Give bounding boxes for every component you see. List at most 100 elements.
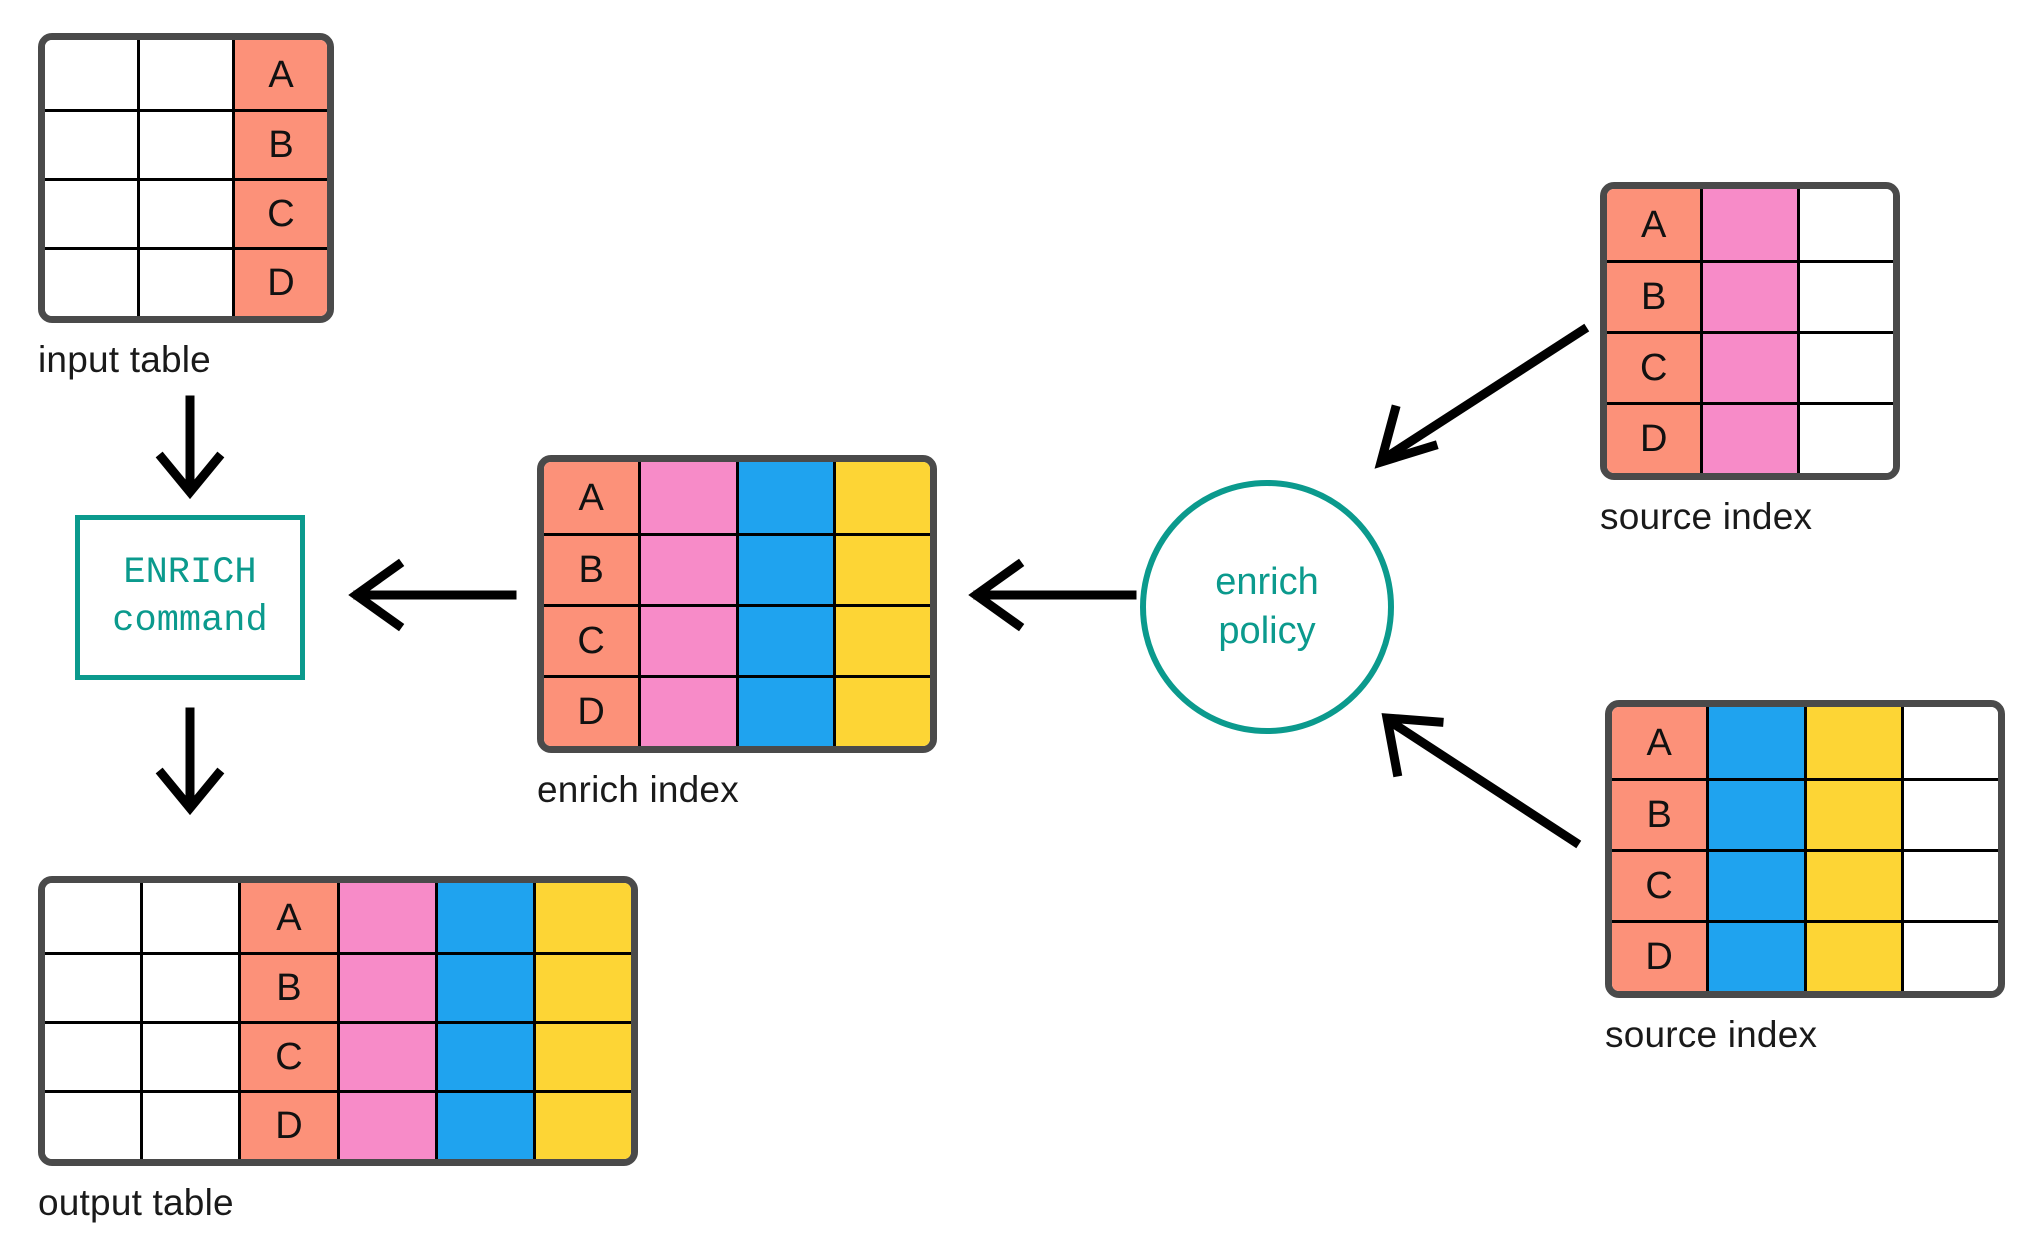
- table-cell: [1900, 920, 1998, 991]
- table-row: B: [45, 952, 631, 1021]
- output-table-caption: output table: [38, 1182, 234, 1223]
- table-cell: C: [238, 1021, 337, 1090]
- table-row: C: [544, 604, 930, 675]
- table-cell: [140, 883, 239, 952]
- table-cell: B: [1612, 778, 1707, 849]
- table-cell: C: [1612, 849, 1707, 920]
- enrich-index-caption: enrich index: [537, 769, 739, 810]
- table-cell: C: [1607, 331, 1701, 402]
- table-row: A: [1612, 707, 1998, 778]
- table-cell: [638, 604, 736, 675]
- table-cell: D: [232, 247, 327, 316]
- table-cell: [1796, 331, 1893, 402]
- table-cell: [832, 604, 930, 675]
- table-cell: [434, 952, 533, 1021]
- table-cell: [336, 1021, 435, 1090]
- arrow-policy-to-enrich-index: [968, 558, 1137, 632]
- table-cell: [735, 604, 833, 675]
- table-row: A: [45, 883, 631, 952]
- table-cell: D: [238, 1090, 337, 1159]
- enrich-command-line-1: ENRICH: [123, 552, 257, 595]
- table-cell: [1900, 849, 1998, 920]
- table-cell: A: [1612, 707, 1707, 778]
- table-cell: [532, 952, 631, 1021]
- table-cell: [137, 178, 232, 247]
- table-cell: [140, 1090, 239, 1159]
- table-cell: [532, 883, 631, 952]
- table-row: D: [1612, 920, 1998, 991]
- table-cell: A: [544, 462, 639, 533]
- table-cell: [735, 533, 833, 604]
- enrich-policy-circle[interactable]: enrich policy: [1140, 480, 1394, 734]
- arrow-input-to-command: [155, 395, 225, 500]
- table-cell: [45, 1090, 141, 1159]
- enrich-command-box[interactable]: ENRICH command: [75, 515, 305, 680]
- table-cell: [336, 952, 435, 1021]
- table-cell: [137, 109, 232, 178]
- arrow-source-bottom-to-policy: [1381, 713, 1582, 849]
- table-row: B: [1612, 778, 1998, 849]
- table-cell: [434, 1090, 533, 1159]
- table-cell: [1700, 189, 1797, 260]
- table-cell: [638, 462, 736, 533]
- table-cell: D: [1607, 402, 1701, 473]
- table-cell: [1700, 331, 1797, 402]
- table-cell: A: [1607, 189, 1701, 260]
- table-row: D: [544, 675, 930, 746]
- table-cell: B: [544, 533, 639, 604]
- table-cell: A: [232, 40, 327, 109]
- table-cell: [1803, 920, 1901, 991]
- table-cell: [1803, 707, 1901, 778]
- table-row: A: [45, 40, 327, 109]
- table-cell: [45, 247, 137, 316]
- table-cell: [735, 675, 833, 746]
- table-cell: [45, 40, 137, 109]
- table-cell: [1803, 778, 1901, 849]
- input-table-caption: input table: [38, 339, 211, 380]
- table-cell: B: [1607, 260, 1701, 331]
- table-cell: C: [544, 604, 639, 675]
- table-row: A: [544, 462, 930, 533]
- table-row: D: [1607, 402, 1893, 473]
- table-cell: [1796, 260, 1893, 331]
- table-cell: [1900, 778, 1998, 849]
- arrow-enrich-index-to-command: [348, 558, 517, 632]
- table-cell: [532, 1090, 631, 1159]
- table-row: C: [1607, 331, 1893, 402]
- table-cell: [1796, 402, 1893, 473]
- table-row: C: [45, 1021, 631, 1090]
- table-cell: [140, 1021, 239, 1090]
- table-cell: [336, 883, 435, 952]
- table-cell: [832, 675, 930, 746]
- table-cell: [336, 1090, 435, 1159]
- enrich-policy-line-1: enrich: [1215, 560, 1319, 603]
- table-cell: A: [238, 883, 337, 952]
- table-cell: [137, 40, 232, 109]
- arrow-source-top-to-policy: [1374, 323, 1590, 469]
- table-row: D: [45, 247, 327, 316]
- table-cell: [434, 1021, 533, 1090]
- table-cell: [45, 883, 141, 952]
- table-cell: [434, 883, 533, 952]
- table-cell: [1900, 707, 1998, 778]
- table-cell: [1706, 707, 1804, 778]
- table-cell: [140, 952, 239, 1021]
- table-cell: D: [544, 675, 639, 746]
- table-cell: [1706, 778, 1804, 849]
- table-cell: [45, 178, 137, 247]
- table-row: D: [45, 1090, 631, 1159]
- source-index-bottom-caption: source index: [1605, 1014, 1818, 1055]
- source-index-top-caption: source index: [1600, 496, 1813, 537]
- table-cell: [638, 675, 736, 746]
- table-cell: C: [232, 178, 327, 247]
- table-cell: [1700, 402, 1797, 473]
